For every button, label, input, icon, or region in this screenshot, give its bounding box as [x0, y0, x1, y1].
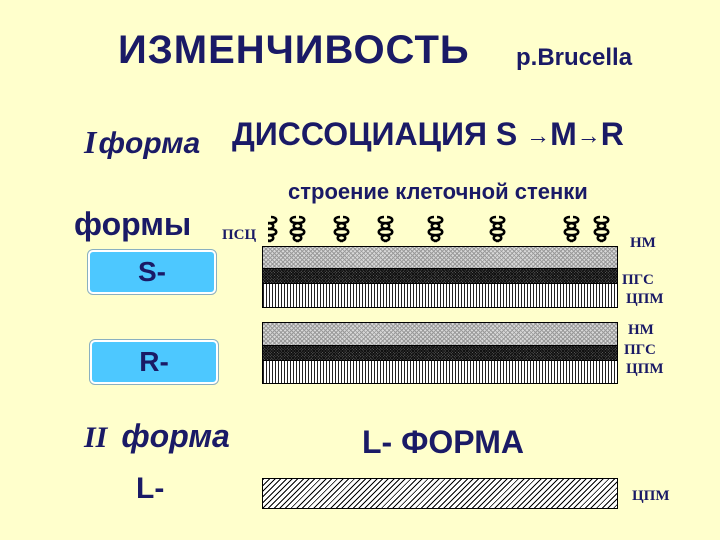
wall-caption: строение клеточной стенки [288, 179, 588, 204]
polysaccharide-chain-icon [427, 215, 444, 243]
r-nm-label: НМ [628, 322, 654, 338]
r-letter: R [600, 116, 624, 152]
s-nm-label: НМ [630, 235, 656, 251]
s-cpm-label: ЦПМ [626, 291, 664, 307]
dissociation-text: ДИССОЦИАЦИЯ S [232, 116, 518, 152]
s-outer-membrane-layer [262, 246, 618, 269]
page-title: ИЗМЕНЧИВОСТЬ [118, 28, 470, 72]
form-word: форма [98, 127, 201, 160]
psc-label: ПСЦ [222, 227, 257, 243]
polysaccharide-chain-icon [563, 215, 580, 243]
forms-label: формы [74, 206, 192, 242]
l-form-marker: L- [136, 472, 165, 505]
r-peptidoglycan-layer [262, 345, 618, 361]
s-cytoplasmic-membrane-layer [262, 283, 618, 308]
form-word: форма [121, 418, 230, 454]
r-outer-membrane-layer [262, 322, 618, 346]
l-cpm-label: ЦПМ [632, 488, 670, 504]
polysaccharide-chain-icon [593, 215, 610, 243]
roman-numeral: I [84, 124, 97, 160]
r-form-box: R- [90, 340, 218, 384]
polysaccharide-chain-icon [489, 215, 506, 243]
s-form-box: S- [88, 250, 216, 294]
arrow-icon: → [576, 122, 601, 150]
polysaccharide-chain-icon [377, 215, 394, 243]
r-cytoplasmic-membrane-layer [262, 360, 618, 384]
form-one-label: Iформа [84, 124, 200, 161]
arrow-icon: → [526, 122, 551, 150]
dissociation-heading: ДИССОЦИАЦИЯ S →M→R [232, 116, 624, 153]
form-two-label: II форма [84, 418, 230, 455]
l-cytoplasmic-membrane-layer [262, 478, 618, 509]
s-peptidoglycan-layer [262, 268, 618, 284]
genus-label: р.Brucella [516, 44, 633, 71]
s-pgs-label: ПГС [622, 272, 654, 288]
r-pgs-label: ПГС [624, 342, 656, 358]
polysaccharide-chain-icon [289, 215, 306, 243]
l-form-title: L- ФОРМА [362, 424, 524, 460]
polysaccharide-chain-icon [268, 215, 278, 243]
polysaccharide-chain-icon [333, 215, 350, 243]
r-cpm-label: ЦПМ [626, 361, 664, 377]
polysaccharide-chains [268, 215, 610, 243]
roman-numeral: II [84, 421, 108, 454]
m-letter: M [550, 116, 577, 152]
